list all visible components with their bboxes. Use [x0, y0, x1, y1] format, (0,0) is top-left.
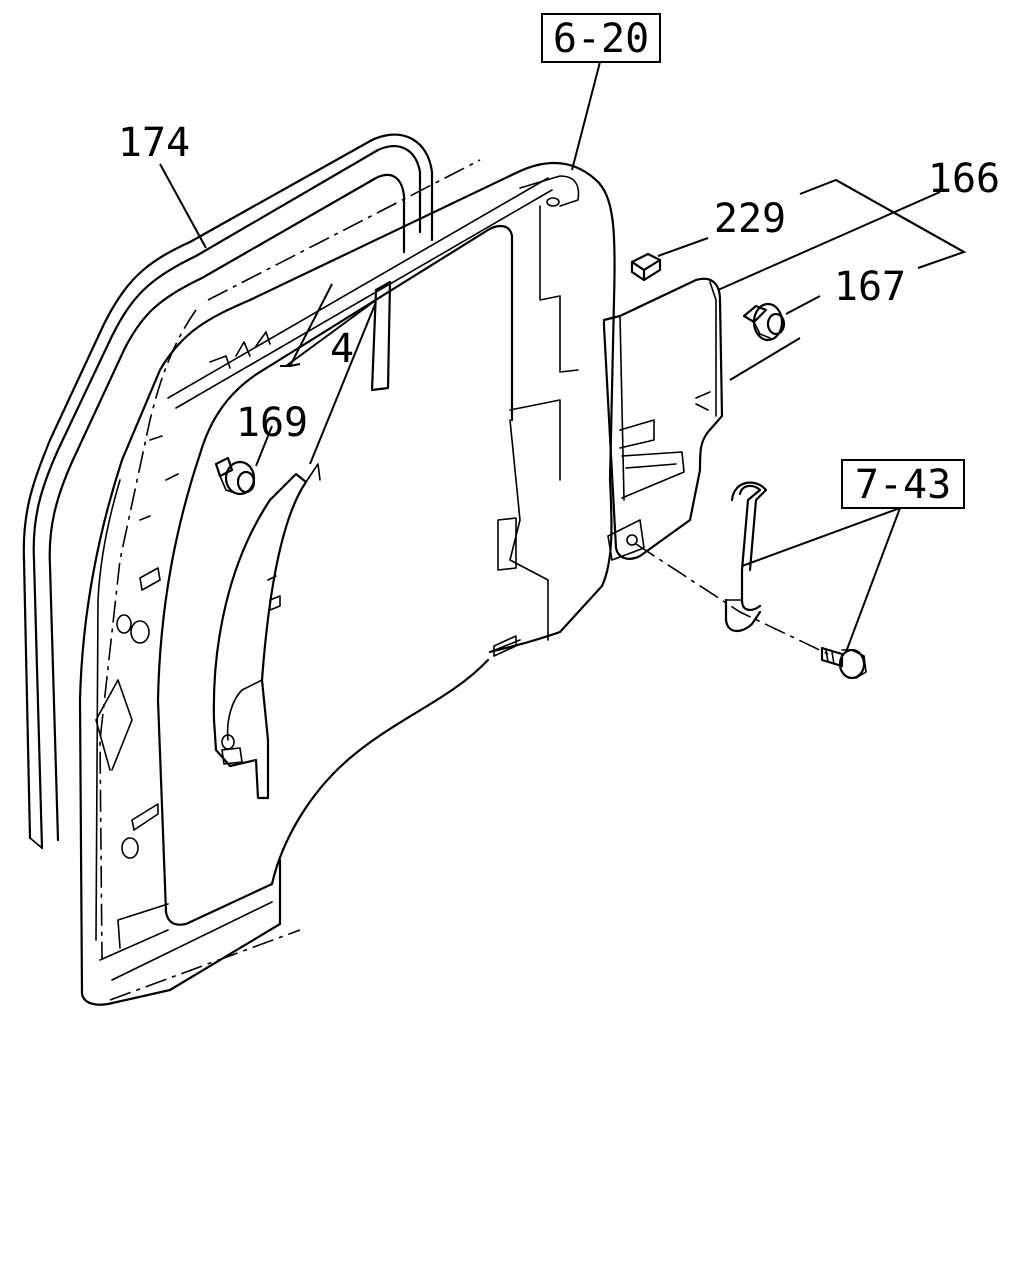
callout-label-7-43: 7-43: [855, 462, 951, 508]
assembly-line-panel-bracket: [635, 543, 829, 655]
trim-piece-4: [212, 463, 321, 800]
clip-169: [214, 456, 256, 496]
callout-label-174: 174: [118, 120, 190, 166]
callout-label-229: 229: [714, 196, 786, 242]
callout-6-20: 6-20: [541, 13, 661, 63]
bracket-7-43: [724, 481, 768, 633]
door-panel-6-20: [78, 159, 616, 1006]
leader-lines: [159, 61, 967, 653]
cover-panel-166: [602, 277, 724, 561]
weatherstrip-seal-174: [22, 133, 434, 850]
callout-label-167: 167: [834, 264, 906, 310]
callout-label-169: 169: [236, 400, 308, 446]
callout-label-6-20: 6-20: [553, 16, 649, 62]
callout-label-166: 166: [928, 156, 1000, 202]
clip-167: [742, 302, 786, 342]
callout-7-43: 7-43: [841, 459, 965, 509]
bolt-7-43: [820, 646, 867, 680]
callout-label-4: 4: [330, 326, 354, 372]
pad-229: [630, 252, 662, 282]
